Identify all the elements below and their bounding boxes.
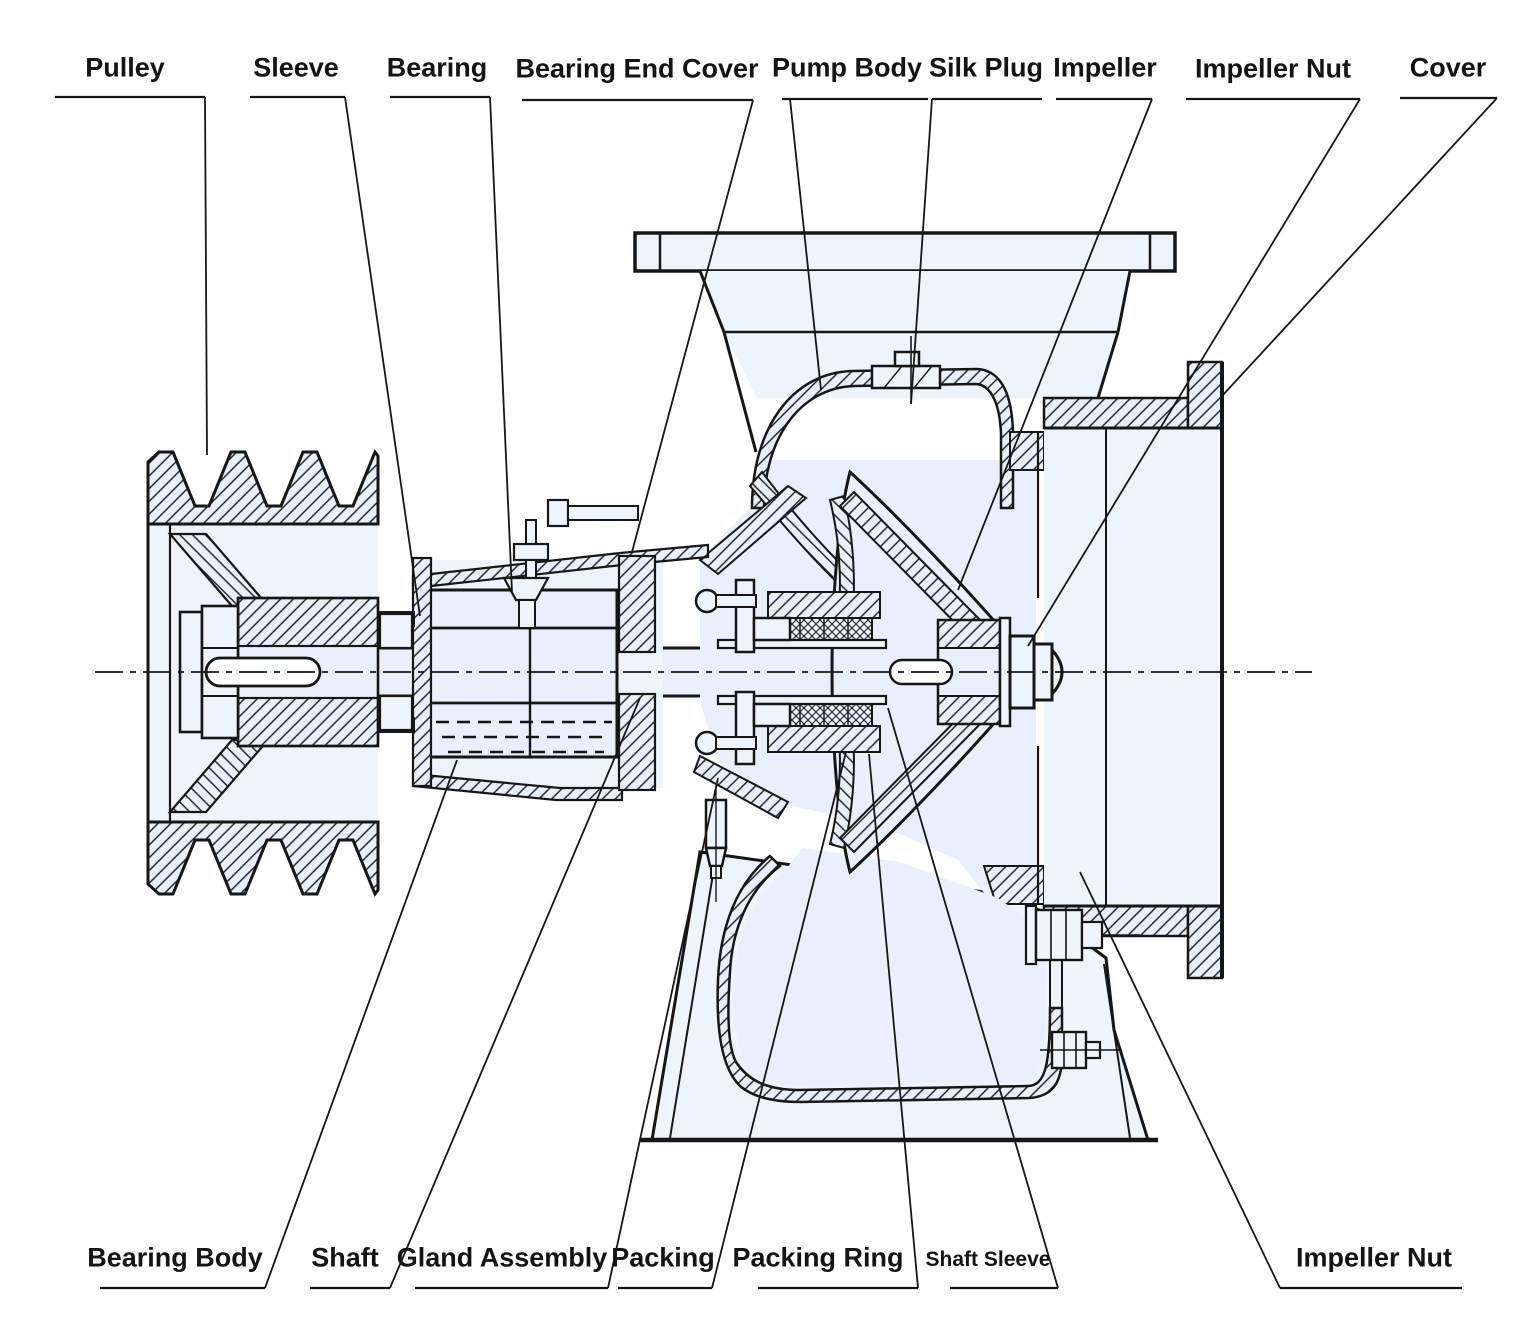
label-shaft-sleeve: Shaft Sleeve <box>925 1248 1051 1271</box>
label-impeller: Impeller <box>1053 52 1157 83</box>
label-cover: Cover <box>1409 52 1487 83</box>
label-packing: Packing <box>611 1242 715 1273</box>
label-bearing-end-cover: Bearing End Cover <box>515 53 759 84</box>
label-shaft: Shaft <box>311 1242 379 1273</box>
label-gland-assembly: Gland Assembly <box>396 1242 608 1273</box>
bearing-body <box>348 498 710 802</box>
oil-level <box>436 720 612 754</box>
label-pump-body: Pump Body <box>771 52 923 83</box>
pulley-grooves-bottom <box>146 820 380 898</box>
label-underlines <box>55 95 1497 1290</box>
cover <box>1042 360 1224 980</box>
label-impeller-nut-top: Impeller Nut <box>1194 53 1352 84</box>
label-silk-plug: Silk Plug <box>928 52 1044 83</box>
oil-filler <box>502 519 550 629</box>
bearing-end-cover-right <box>617 554 657 654</box>
shaft-sleeve-top <box>716 638 888 650</box>
leader-lines <box>204 96 1498 1289</box>
pulley-grooves-top <box>146 448 380 526</box>
label-pulley: Pulley <box>85 52 165 83</box>
label-packing-ring: Packing Ring <box>732 1242 904 1273</box>
casing-bolts <box>1024 904 1140 1070</box>
drain-plug <box>704 788 728 902</box>
silk-plug <box>870 336 942 404</box>
label-bearing: Bearing <box>386 52 488 83</box>
sleeve <box>378 612 414 650</box>
shaft-sleeve-bottom <box>716 694 888 706</box>
label-bearing-body: Bearing Body <box>87 1242 263 1273</box>
gland-assembly <box>694 578 888 766</box>
label-sleeve: Sleeve <box>253 52 339 83</box>
pulley <box>146 448 380 898</box>
label-impeller-nut-bottom: Impeller Nut <box>1295 1242 1453 1273</box>
